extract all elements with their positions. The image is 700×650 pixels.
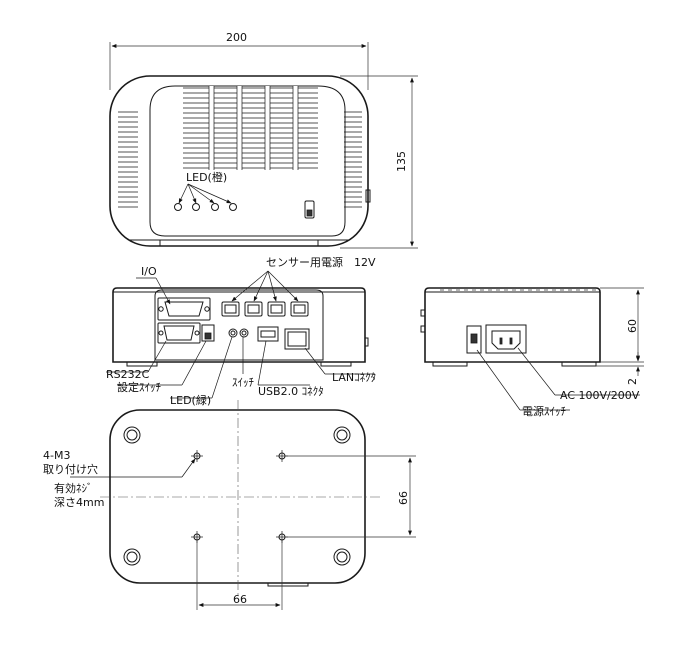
mount-hole-label: 4-M3 [43,449,70,462]
bottom-view: 4-M3 取り付け穴 有効ﾈｼﾞ 深さ4mm 66 66 [43,400,416,610]
usb-label: USB2.0 ｺﾈｸﾀ [258,385,324,398]
led-orange-label: LED(橙) [186,170,227,184]
bottom-vertical-label: 66 [397,491,410,505]
thread-depth-label: 有効ﾈｼﾞ [54,481,93,495]
switch-label: ｽｲｯﾁ [232,376,254,389]
thread-depth-label-2: 深さ4mm [54,496,104,509]
led-green-label: LED(緑) [170,393,211,407]
power-switch-label: 電源ｽｲｯﾁ [522,404,566,418]
sensor-power-connectors [221,270,309,317]
bottom-horizontal-label: 66 [233,593,247,606]
led-orange-group [174,183,237,211]
mount-hole-label-2: 取り付け穴 [43,462,98,476]
ac-label: AC 100V/200V [560,389,640,402]
side-height-label: 60 [626,319,639,333]
left-vents [118,111,138,208]
top-view: 200 135 [109,31,418,249]
top-height-label: 135 [395,151,408,172]
top-width-label: 200 [226,31,247,44]
settings-switch-label: 設定ｽｲｯﾁ [117,380,161,394]
right-vents [344,111,362,208]
lan-label: LANｺﾈｸﾀ [332,371,376,384]
rs232c-label: RS232C [106,368,150,381]
sensor-power-label: センサー用電源 12V [266,255,376,269]
io-label: I/O [141,265,157,278]
side-foot-label: 2 [626,378,639,385]
side-view: 60 2 AC 100V/200V 電源ｽｲｯﾁ [420,287,644,418]
front-view: センサー用電源 12V I/O RS232C 設定ｽｲｯﾁ LED(緑) ｽｲｯ… [106,255,376,407]
